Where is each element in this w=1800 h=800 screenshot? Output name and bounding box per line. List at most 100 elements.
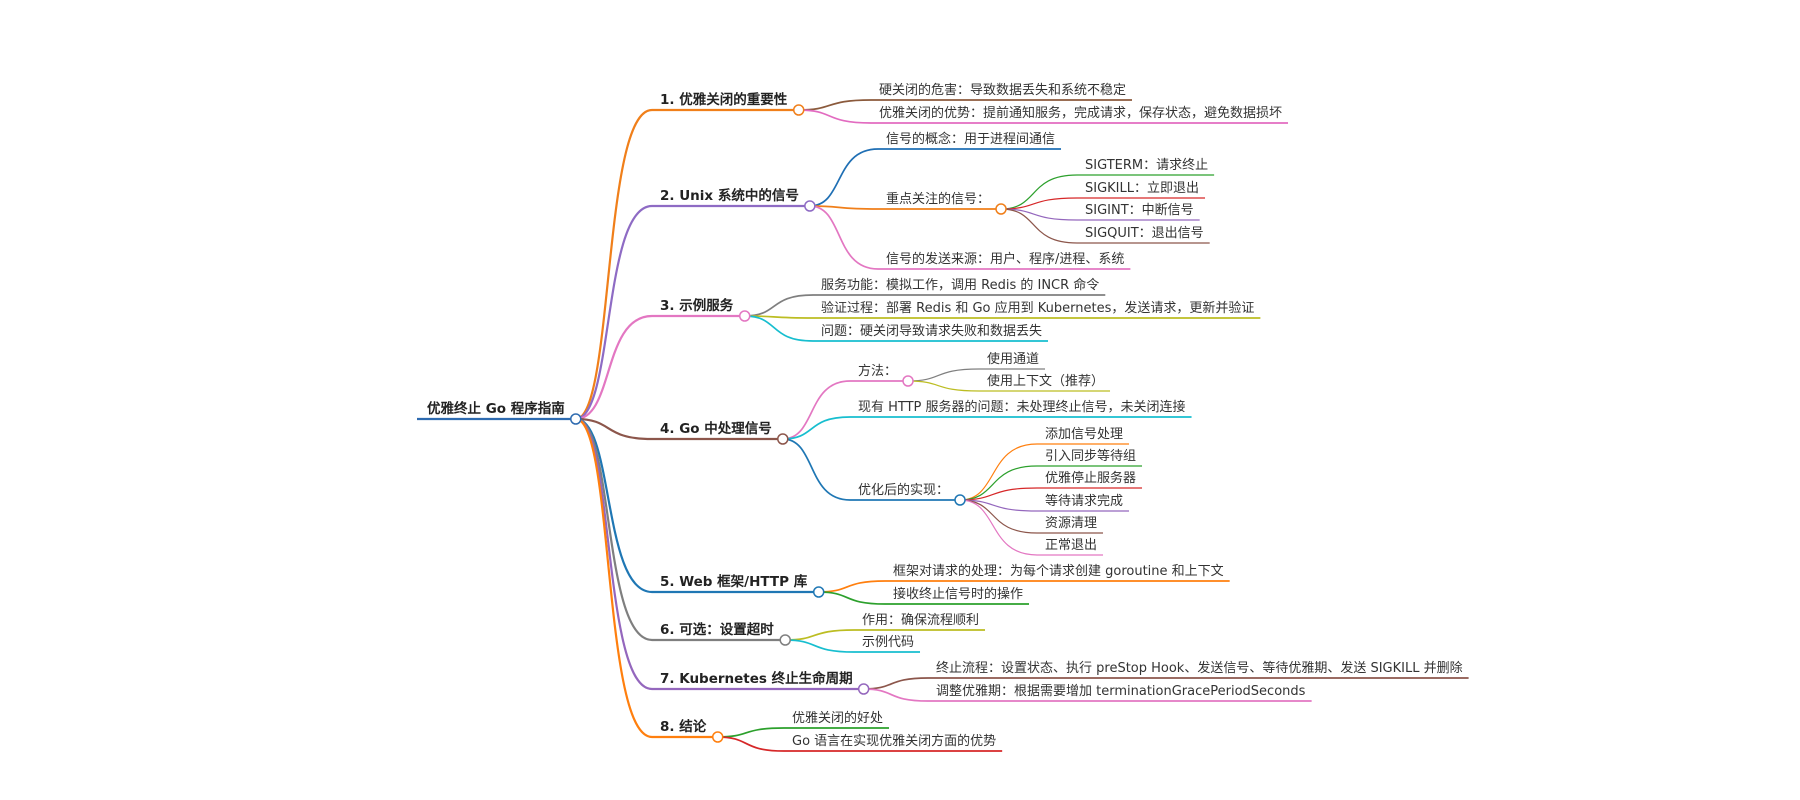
branch-connector xyxy=(575,314,653,421)
topic-service-function[interactable]: 服务功能：模拟工作，调用 Redis 的 INCR 命令 xyxy=(821,277,1099,293)
branch-child-connector xyxy=(809,205,879,210)
signal-sigterm[interactable]: SIGTERM：请求终止 xyxy=(1085,157,1208,173)
branch-child-child-connector xyxy=(1001,174,1078,210)
topic-optimized-impl[interactable]: 优化后的实现： xyxy=(858,482,949,498)
branch-child-connector xyxy=(863,677,929,690)
branch-child-connector xyxy=(785,629,855,641)
branch-example-service[interactable]: 3. 示例服务 xyxy=(660,297,734,314)
signal-sigquit[interactable]: SIGQUIT：退出信号 xyxy=(1085,226,1204,241)
branch-junction[interactable] xyxy=(804,200,816,212)
branch-child-child-connector xyxy=(960,443,1038,501)
topic-benefits[interactable]: 优雅关闭的好处 xyxy=(792,710,883,726)
root-label: 优雅终止 Go 程序指南 xyxy=(427,400,565,417)
branch-label: 3. 示例服务 xyxy=(660,297,734,314)
branch-child-connector xyxy=(798,109,872,124)
topic-problem[interactable]: 问题：硬关闭导致请求失败和数据丢失 xyxy=(821,324,1042,339)
signal-sigkill[interactable]: SIGKILL：立即退出 xyxy=(1085,181,1199,196)
branch-child-connector xyxy=(744,315,814,342)
branch-child-connector xyxy=(863,688,929,702)
branch-junction[interactable] xyxy=(779,634,791,646)
branch-child-connector xyxy=(785,639,855,653)
branch-child-connector xyxy=(717,736,785,752)
branch-child-connector xyxy=(818,591,886,605)
topic-timeout-purpose[interactable]: 作用：确保流程顺利 xyxy=(862,613,979,628)
topic-framework-requests[interactable]: 框架对请求的处理：为每个请求创建 goroutine 和上下文 xyxy=(893,563,1224,579)
signal-sigint[interactable]: SIGINT：中断信号 xyxy=(1085,203,1194,218)
topic-go-advantages[interactable]: Go 语言在实现优雅关闭方面的优势 xyxy=(792,733,996,749)
topic-adjust-grace[interactable]: 调整优雅期：根据需要增加 terminationGracePeriodSecon… xyxy=(936,684,1306,699)
topic-hard-shutdown-harm[interactable]: 硬关闭的危害：导致数据丢失和系统不稳定 xyxy=(879,82,1126,98)
topic-signal-sources[interactable]: 信号的发送来源：用户、程序/进程、系统 xyxy=(886,251,1124,267)
mind-map-junctions xyxy=(570,104,1007,743)
branch-child-connector xyxy=(818,580,886,593)
root-junction[interactable] xyxy=(570,413,582,425)
branch-junction[interactable] xyxy=(792,104,805,116)
branch-web-frameworks[interactable]: 5. Web 框架/HTTP 库 xyxy=(660,573,808,590)
branch-label: 6. 可选：设置超时 xyxy=(660,621,774,638)
impl-graceful-stop[interactable]: 优雅停止服务器 xyxy=(1045,470,1136,486)
branch-child-connector xyxy=(798,99,872,111)
topic-graceful-advantages[interactable]: 优雅关闭的优势：提前通知服务，完成请求，保存状态，避免数据损坏 xyxy=(879,105,1282,121)
impl-add-signal-handling[interactable]: 添加信号处理 xyxy=(1045,427,1123,442)
mind-map-nodes: 优雅终止 Go 程序指南 1. 优雅关闭的重要性 2. Unix 系统中的信号 … xyxy=(427,82,1463,749)
branch-child-child-connector xyxy=(1001,197,1078,210)
branch-child-junction[interactable] xyxy=(902,375,914,387)
branch-connector xyxy=(575,417,653,441)
branch-conclusion[interactable]: 8. 结论 xyxy=(660,718,707,735)
branch-junction[interactable] xyxy=(812,586,825,598)
root-node[interactable]: 优雅终止 Go 程序指南 xyxy=(427,400,565,417)
branch-child-junction[interactable] xyxy=(954,494,966,506)
branch-junction[interactable] xyxy=(738,310,751,322)
branch-label: 5. Web 框架/HTTP 库 xyxy=(660,573,808,590)
branch-junction[interactable] xyxy=(777,433,789,445)
branch-label: 7. Kubernetes 终止生命周期 xyxy=(660,670,853,687)
branch-connector xyxy=(575,417,653,739)
topic-signal-concept[interactable]: 信号的概念：用于进程间通信 xyxy=(886,131,1055,147)
topic-sample-code[interactable]: 示例代码 xyxy=(862,635,914,650)
branch-child-child-connector xyxy=(960,499,1038,534)
branch-kubernetes-lifecycle[interactable]: 7. Kubernetes 终止生命周期 xyxy=(660,670,853,687)
branch-importance[interactable]: 1. 优雅关闭的重要性 xyxy=(660,91,788,108)
topic-key-signals[interactable]: 重点关注的信号： xyxy=(886,191,990,207)
branch-junction[interactable] xyxy=(711,731,724,743)
branch-label: 2. Unix 系统中的信号 xyxy=(660,187,799,204)
topic-verification[interactable]: 验证过程：部署 Redis 和 Go 应用到 Kubernetes，发送请求，更… xyxy=(821,300,1254,316)
branch-child-child-connector xyxy=(960,487,1038,501)
impl-normal-exit[interactable]: 正常退出 xyxy=(1045,538,1097,553)
topic-on-termination[interactable]: 接收终止信号时的操作 xyxy=(893,586,1023,602)
impl-waitgroup[interactable]: 引入同步等待组 xyxy=(1045,448,1136,464)
branch-label: 8. 结论 xyxy=(660,718,707,735)
branch-junction[interactable] xyxy=(857,683,870,695)
branch-child-child-connector xyxy=(908,380,980,392)
branch-label: 1. 优雅关闭的重要性 xyxy=(660,91,788,108)
branch-label: 4. Go 中处理信号 xyxy=(660,420,772,437)
branch-child-child-connector xyxy=(1001,208,1078,244)
branch-unix-signals[interactable]: 2. Unix 系统中的信号 xyxy=(660,187,799,204)
branch-child-connector xyxy=(782,416,851,440)
branch-child-child-connector xyxy=(960,465,1038,501)
impl-wait-requests[interactable]: 等待请求完成 xyxy=(1045,493,1123,509)
method-context[interactable]: 使用上下文（推荐） xyxy=(987,373,1104,389)
branch-child-connector xyxy=(744,294,814,317)
mind-map-connectors xyxy=(417,99,1469,752)
branch-child-connector xyxy=(782,438,851,501)
branch-child-connector xyxy=(782,380,851,440)
branch-child-child-connector xyxy=(908,368,980,382)
branch-child-junction[interactable] xyxy=(995,203,1007,215)
branch-connector xyxy=(575,417,653,594)
branch-child-child-connector xyxy=(1001,208,1078,221)
branch-child-connector xyxy=(809,205,879,270)
branch-timeout[interactable]: 6. 可选：设置超时 xyxy=(660,621,774,638)
method-channels[interactable]: 使用通道 xyxy=(987,351,1039,367)
branch-go-signal-handling[interactable]: 4. Go 中处理信号 xyxy=(660,420,772,437)
branch-child-connector xyxy=(717,727,785,738)
branch-connector xyxy=(575,108,653,421)
topic-methods[interactable]: 方法： xyxy=(858,363,897,379)
branch-child-connector xyxy=(809,148,879,207)
topic-termination-flow[interactable]: 终止流程：设置状态、执行 preStop Hook、发送信号、等待优雅期、发送 … xyxy=(936,660,1463,676)
branch-child-child-connector xyxy=(960,499,1038,556)
impl-cleanup[interactable]: 资源清理 xyxy=(1045,516,1097,531)
branch-connector xyxy=(575,204,653,421)
topic-http-server-issue[interactable]: 现有 HTTP 服务器的问题：未处理终止信号，未关闭连接 xyxy=(858,399,1186,415)
